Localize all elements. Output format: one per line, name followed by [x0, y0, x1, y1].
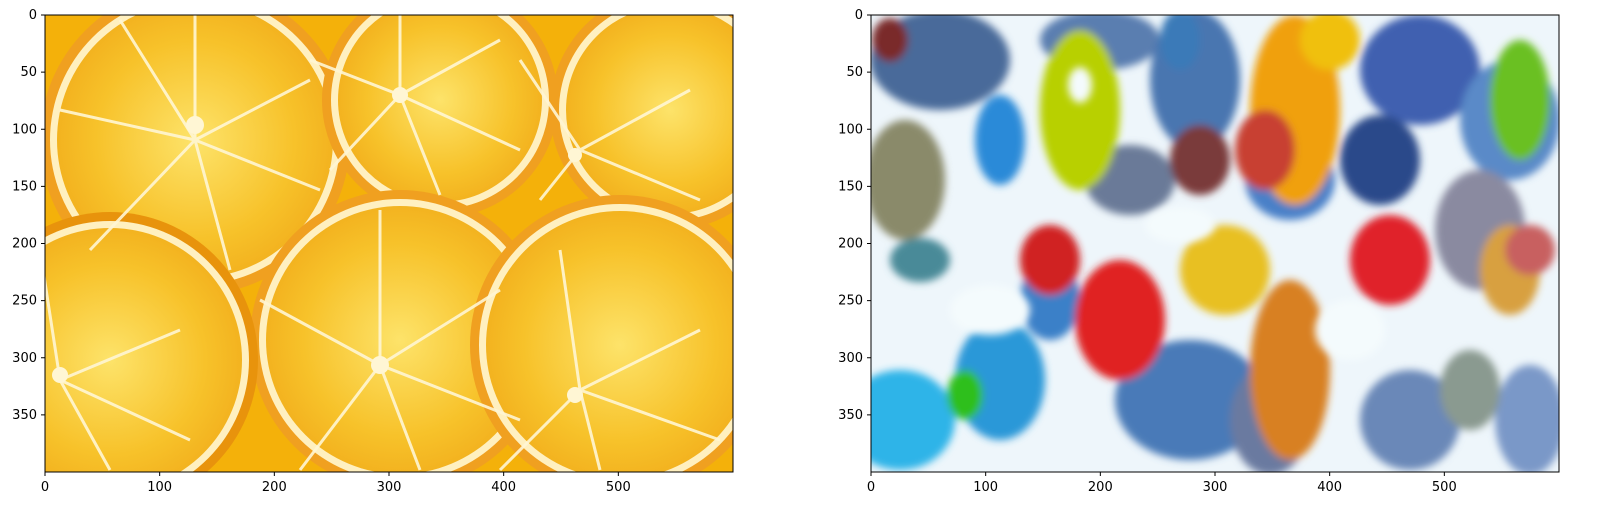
- x-tick-label: 200: [1088, 480, 1113, 495]
- orange-slice: [550, 15, 733, 230]
- x-tick-label: 100: [147, 480, 172, 495]
- pith-centers: [52, 87, 583, 403]
- y-tick-label: 100: [838, 122, 863, 137]
- y-tick-label: 250: [838, 294, 863, 309]
- orange-slice: [470, 195, 733, 472]
- y-tick-label: 150: [12, 179, 37, 194]
- orange-slice: [250, 190, 550, 472]
- y-tick-label: 0: [855, 8, 863, 23]
- y-tick-label: 150: [838, 179, 863, 194]
- paint-blobs: [871, 15, 1559, 472]
- pith-spokes: [45, 15, 721, 472]
- x-tick-label: 400: [1317, 480, 1342, 495]
- x-tick-label: 100: [973, 480, 998, 495]
- y-tick-label: 350: [12, 408, 37, 423]
- paint-highlights: [950, 67, 1385, 360]
- y-tick-label: 50: [846, 65, 863, 80]
- axis-ticks: 0 100 200 300 400 500 0 50 100 150 200 250 300 350: [838, 8, 1457, 495]
- y-tick-label: 300: [838, 351, 863, 366]
- y-tick-label: 250: [12, 294, 37, 309]
- axis-ticks: 0 100 200 300 400 500 0 50 100 150 200 250 300 350: [12, 8, 631, 495]
- x-tick-label: 300: [377, 480, 402, 495]
- y-tick-label: 200: [12, 237, 37, 252]
- y-tick-label: 100: [12, 122, 37, 137]
- y-tick-label: 350: [838, 408, 863, 423]
- panel-stylized-image: 0 100 200 300 400 500 0 50 100 150 200 250 300 350: [838, 8, 1560, 495]
- x-tick-label: 200: [262, 480, 287, 495]
- x-tick-label: 0: [867, 480, 875, 495]
- y-tick-label: 300: [12, 351, 37, 366]
- panel-original-photo: 0 100 200 300 400 500 0 50 100 150 200 250 300 350: [12, 8, 734, 495]
- x-tick-label: 0: [41, 480, 49, 495]
- x-tick-label: 400: [491, 480, 516, 495]
- x-tick-label: 300: [1203, 480, 1228, 495]
- x-tick-label: 500: [606, 480, 631, 495]
- x-tick-label: 500: [1432, 480, 1457, 495]
- y-tick-label: 50: [20, 65, 37, 80]
- y-tick-label: 200: [838, 237, 863, 252]
- y-tick-label: 0: [29, 8, 37, 23]
